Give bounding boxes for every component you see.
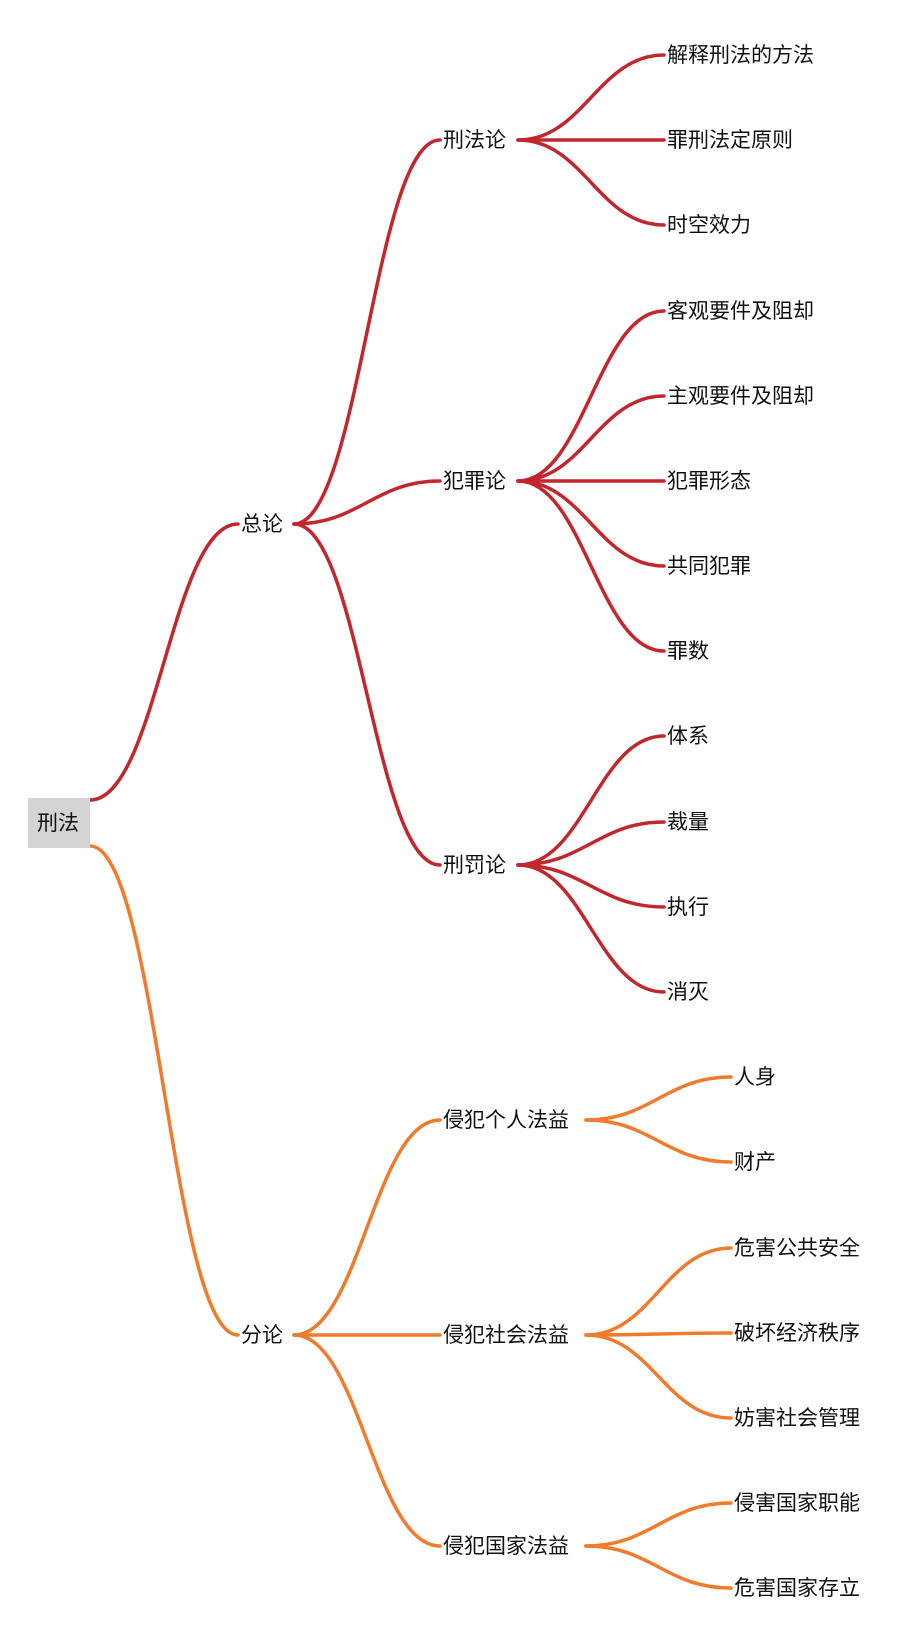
node-criminal-law-theory[interactable]: 刑法论 — [443, 128, 506, 152]
node-penalty-theory[interactable]: 刑罚论 — [443, 853, 506, 877]
leaf-penalty-system[interactable]: 体系 — [667, 724, 709, 748]
edge-specific-personal — [292, 1118, 442, 1337]
node-social-interests[interactable]: 侵犯社会法益 — [443, 1323, 569, 1347]
edge-general-penalty — [292, 522, 442, 867]
node-specific-part[interactable]: 分论 — [241, 1323, 283, 1347]
edge-state-leaf-1 — [584, 1501, 733, 1548]
root-node-box — [28, 798, 90, 848]
leaf-state-existence[interactable]: 危害国家存立 — [734, 1576, 860, 1600]
edge-crime-leaf-2 — [516, 394, 666, 483]
edge-crime-leaf-5 — [516, 479, 666, 653]
edge-state-leaf-2 — [584, 1544, 733, 1590]
edge-social-leaf-3 — [584, 1333, 733, 1420]
edge-theory-leaf-1 — [516, 53, 666, 142]
leaf-public-safety[interactable]: 危害公共安全 — [734, 1236, 860, 1260]
mindmap-edges — [88, 53, 733, 1590]
leaf-property[interactable]: 财产 — [734, 1150, 776, 1174]
edge-general-crime — [292, 479, 442, 526]
leaf-social-management[interactable]: 妨害社会管理 — [734, 1406, 860, 1430]
edge-root-general — [88, 522, 240, 802]
edge-specific-state — [292, 1333, 442, 1548]
edge-personal-leaf-2 — [584, 1118, 733, 1164]
edge-penalty-leaf-2 — [516, 820, 666, 867]
root-node-label: 刑法 — [37, 811, 79, 835]
node-state-interests[interactable]: 侵犯国家法益 — [443, 1534, 569, 1558]
leaf-temporal-spatial-effect[interactable]: 时空效力 — [667, 213, 751, 237]
node-general-part[interactable]: 总论 — [241, 512, 283, 536]
leaf-objective-elements[interactable]: 客观要件及阻却 — [667, 299, 814, 323]
edge-social-leaf-1 — [584, 1246, 733, 1337]
node-crime-theory[interactable]: 犯罪论 — [443, 469, 506, 493]
leaf-number-of-crimes[interactable]: 罪数 — [667, 639, 709, 663]
leaf-state-functions[interactable]: 侵害国家职能 — [734, 1491, 860, 1515]
edge-theory-leaf-3 — [516, 138, 666, 227]
edge-crime-leaf-4 — [516, 479, 666, 568]
leaf-interpretation-methods[interactable]: 解释刑法的方法 — [667, 43, 814, 67]
leaf-execution[interactable]: 执行 — [667, 895, 709, 919]
leaf-economic-order[interactable]: 破坏经济秩序 — [734, 1321, 860, 1345]
edge-penalty-leaf-3 — [516, 863, 666, 909]
leaf-legality-principle[interactable]: 罪刑法定原则 — [667, 128, 793, 152]
leaf-sentencing[interactable]: 裁量 — [667, 810, 709, 834]
edge-social-leaf-2 — [584, 1331, 733, 1337]
leaf-person[interactable]: 人身 — [734, 1065, 776, 1089]
edge-crime-leaf-1 — [516, 309, 666, 483]
edge-personal-leaf-1 — [584, 1075, 733, 1122]
leaf-subjective-elements[interactable]: 主观要件及阻却 — [667, 384, 814, 408]
edge-root-specific — [88, 844, 240, 1337]
leaf-extinction[interactable]: 消灭 — [667, 980, 709, 1004]
node-personal-interests[interactable]: 侵犯个人法益 — [443, 1108, 569, 1132]
edge-penalty-leaf-1 — [516, 734, 666, 867]
leaf-joint-crime[interactable]: 共同犯罪 — [667, 554, 751, 578]
leaf-crime-forms[interactable]: 犯罪形态 — [667, 469, 751, 493]
edge-penalty-leaf-4 — [516, 863, 666, 994]
root-node[interactable]: 刑法 — [28, 798, 90, 848]
edge-general-theory — [292, 138, 442, 526]
